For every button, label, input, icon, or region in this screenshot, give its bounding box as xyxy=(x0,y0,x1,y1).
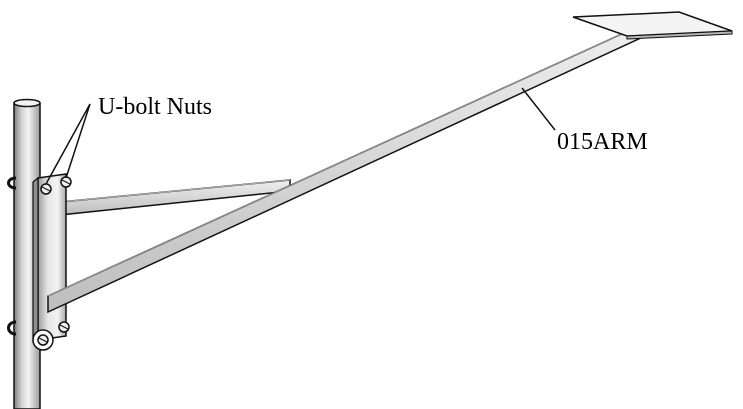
u-bolt-nut-top-left xyxy=(40,183,52,195)
u-bolt-nut-bottom-left xyxy=(32,329,54,351)
arm-leader xyxy=(521,87,556,131)
u-bolt-nut-top-right xyxy=(60,176,72,188)
arm-end-plate xyxy=(572,11,733,40)
mounting-bracket xyxy=(32,173,67,343)
u-bolt-nut-bottom-right xyxy=(58,321,70,333)
u-bolt-upper xyxy=(7,176,17,190)
diagonal-arm xyxy=(47,21,660,314)
u-bolt-lower xyxy=(7,320,17,336)
u-bolt-nuts-label: U-bolt Nuts xyxy=(98,94,212,120)
arm-part-label: 015ARM xyxy=(557,129,648,155)
u-bolt-leaders xyxy=(45,103,91,185)
